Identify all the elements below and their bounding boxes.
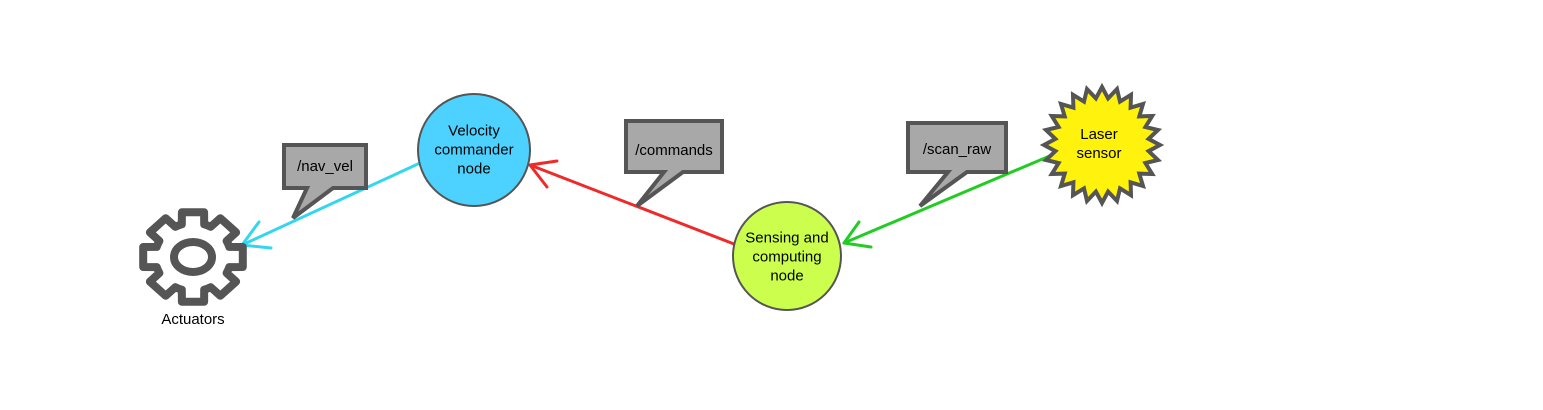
sensing-computing-label: Sensing and computing node (745, 229, 828, 286)
callout-label-commands: /commands (635, 142, 713, 159)
velocity-commander-label: Velocity commander node (434, 122, 513, 179)
actuators-label: Actuators (161, 311, 225, 328)
velocity-commander-label-line1: Velocity (448, 122, 500, 140)
laser-sensor-starburst (1039, 82, 1165, 208)
arrow-commands (528, 159, 736, 246)
velocity-commander-label-line3: node (457, 160, 491, 178)
callout-scan-raw (906, 121, 1008, 208)
callout-commands (624, 119, 724, 208)
sensing-computing-node (732, 201, 842, 311)
callout-label-scan-raw: /scan_raw (922, 141, 992, 158)
laser-sensor-label-line1: Laser (1080, 126, 1118, 143)
callout-label-nav-vel: /nav_vel (297, 158, 353, 175)
sensing-computing-label-line3: node (770, 267, 804, 285)
sensing-computing-label-line2: computing (752, 248, 822, 266)
sensing-computing-label-line1: Sensing and (745, 229, 829, 247)
laser-sensor-label-line2: sensor (1076, 145, 1122, 162)
gear-icon (139, 208, 247, 306)
laser-sensor-label: Laser sensor (1076, 125, 1121, 163)
arrow-scan-raw (842, 153, 1054, 249)
velocity-commander-node (417, 93, 531, 207)
callout-nav-vel (282, 143, 368, 220)
velocity-commander-label-line2: commander (434, 141, 514, 159)
